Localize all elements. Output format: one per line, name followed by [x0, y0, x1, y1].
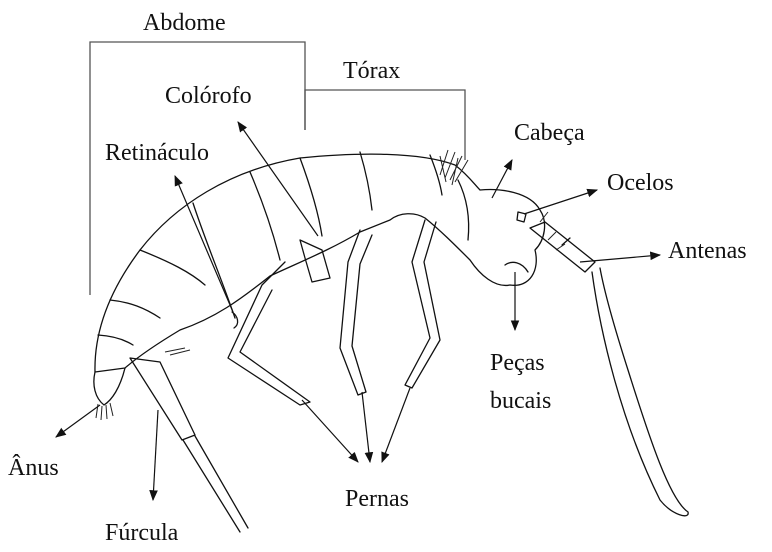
- body-outline: [95, 154, 545, 372]
- label-ocelos: Ocelos: [607, 170, 674, 196]
- furcula-prong: [183, 436, 248, 532]
- furcula-arrow: [153, 410, 158, 500]
- torax-bracket: [305, 90, 465, 160]
- label-anus: Ânus: [8, 455, 59, 481]
- furcula-bristles: [165, 348, 190, 355]
- furcula-base: [130, 358, 195, 440]
- leg-front: [405, 220, 440, 388]
- anus-arrow: [56, 405, 100, 437]
- label-retinaculo: Retináculo: [105, 140, 209, 166]
- label-furcula: Fúrcula: [105, 520, 179, 546]
- label-cabeca: Cabeça: [514, 120, 585, 146]
- retinaculum-hook: [232, 312, 238, 328]
- mouthparts: [505, 262, 528, 272]
- label-pernas: Pernas: [345, 486, 409, 512]
- abdome-bracket: [90, 42, 305, 295]
- leg-rear: [228, 262, 310, 405]
- thorax-bristles: [440, 150, 468, 185]
- antenna-base: [530, 222, 595, 272]
- segment-line: [140, 250, 205, 285]
- antenas-arrow: [580, 255, 660, 262]
- label-pecas-line1: Peças: [490, 350, 545, 376]
- label-torax: Tórax: [343, 58, 400, 84]
- leg-middle: [340, 230, 372, 395]
- ocelos-arrow: [524, 190, 597, 214]
- pernas-arrow-3: [382, 388, 410, 462]
- colorofo-arrow: [238, 122, 318, 236]
- label-abdome: Abdome: [143, 10, 226, 36]
- pernas-arrow-2: [362, 392, 370, 462]
- segment-line: [110, 300, 160, 318]
- label-pecas-line2: bucais: [490, 388, 551, 414]
- pernas-arrow-1: [302, 400, 358, 462]
- segment-line: [360, 152, 372, 210]
- label-colorofo: Colórofo: [165, 83, 252, 109]
- cabeca-arrow: [492, 160, 512, 198]
- segment-line: [250, 172, 280, 260]
- insect-illustration: [94, 150, 688, 532]
- anal-segment: [94, 368, 125, 405]
- segment-line: [300, 158, 322, 236]
- antenna-flagellum: [592, 268, 688, 516]
- segment-line: [98, 335, 133, 345]
- segment-line: [458, 180, 469, 240]
- label-antenas: Antenas: [668, 238, 747, 264]
- retinaculo-arrow: [175, 176, 233, 312]
